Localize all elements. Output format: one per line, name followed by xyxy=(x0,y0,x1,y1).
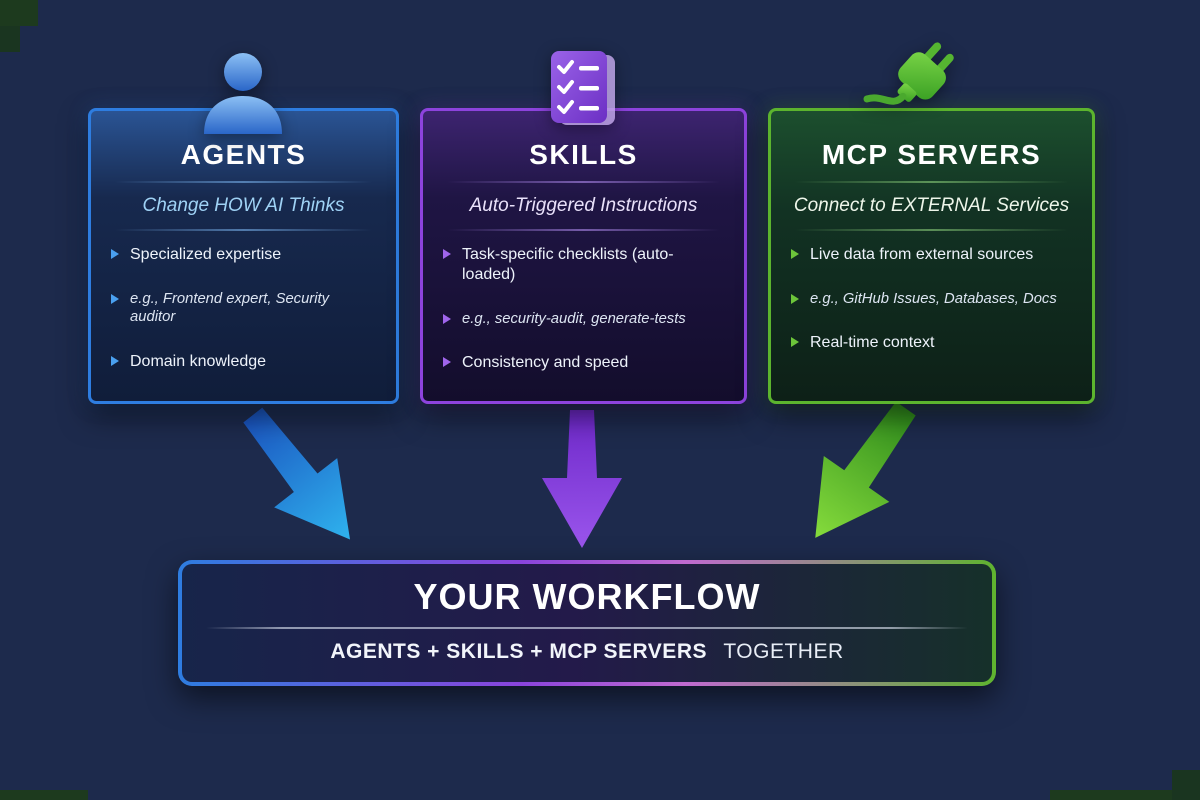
skills-arrow-icon xyxy=(534,410,630,550)
triangle-bullet-icon xyxy=(443,314,451,324)
skills-card: SKILLS Auto-Triggered Instructions Task-… xyxy=(420,108,747,404)
divider xyxy=(795,181,1068,183)
plug-icon xyxy=(856,36,974,130)
person-icon xyxy=(196,46,290,134)
divider xyxy=(115,229,372,231)
divider xyxy=(795,229,1068,231)
checklist-icon xyxy=(542,48,622,128)
agents-bullet-list: Specialized expertise e.g., Frontend exp… xyxy=(91,245,396,372)
skills-card-title: SKILLS xyxy=(529,139,638,170)
mcp-servers-card-title: MCP SERVERS xyxy=(821,139,1042,170)
triangle-bullet-icon xyxy=(791,337,799,348)
workflow-box-inner: YOUR WORKFLOW AGENTS + SKILLS + MCP SERV… xyxy=(182,564,992,682)
bullet-item: Specialized expertise xyxy=(111,245,376,265)
workflow-subtitle-strong: AGENTS + SKILLS + MCP SERVERS xyxy=(330,640,707,663)
workflow-box: YOUR WORKFLOW AGENTS + SKILLS + MCP SERV… xyxy=(178,560,996,686)
bullet-text: e.g., Frontend expert, Security auditor xyxy=(130,291,330,326)
mcp-servers-card: MCP SERVERS Connect to EXTERNAL Services… xyxy=(768,108,1095,404)
agents-card-title: AGENTS xyxy=(180,139,307,170)
corner-accent xyxy=(1172,770,1200,800)
mcp-bullet-list: Live data from external sources e.g., Gi… xyxy=(771,245,1092,353)
workflow-subtitle-light: TOGETHER xyxy=(723,640,844,663)
divider xyxy=(206,627,968,629)
triangle-bullet-icon xyxy=(111,355,119,366)
triangle-bullet-icon xyxy=(111,294,119,304)
divider xyxy=(447,181,720,183)
triangle-bullet-icon xyxy=(111,249,119,259)
divider xyxy=(447,229,720,231)
bullet-text: e.g., security-audit, generate-tests xyxy=(462,311,686,327)
agents-card-subtitle: Change HOW AI Thinks xyxy=(142,195,345,216)
skills-bullet-list: Task-specific checklists (auto-loaded) e… xyxy=(423,245,744,373)
corner-accent xyxy=(0,790,88,800)
bullet-item: Live data from external sources xyxy=(791,245,1072,265)
bullet-item: Real-time context xyxy=(791,333,1072,353)
triangle-bullet-icon xyxy=(443,249,451,259)
bullet-text: Domain knowledge xyxy=(130,352,267,370)
bullet-item: e.g., Frontend expert, Security auditor xyxy=(111,290,376,327)
mcp-arrow-icon xyxy=(775,381,945,567)
agents-arrow-icon xyxy=(215,385,389,570)
workflow-title: YOUR WORKFLOW xyxy=(413,576,761,617)
bullet-text: Real-time context xyxy=(810,334,935,352)
bullet-item: Task-specific checklists (auto-loaded) xyxy=(443,245,724,285)
corner-accent xyxy=(0,26,20,52)
bullet-text: Consistency and speed xyxy=(462,354,629,372)
bullet-text: Specialized expertise xyxy=(130,246,282,263)
triangle-bullet-icon xyxy=(791,294,799,304)
bullet-item: e.g., security-audit, generate-tests xyxy=(443,310,724,328)
divider xyxy=(115,181,372,183)
mcp-servers-card-subtitle: Connect to EXTERNAL Services xyxy=(793,195,1070,216)
bullet-text: Task-specific checklists (auto-loaded) xyxy=(462,246,674,283)
bullet-item: Domain knowledge xyxy=(111,352,376,372)
corner-accent xyxy=(0,0,38,26)
bullet-item: Consistency and speed xyxy=(443,353,724,373)
agents-card: AGENTS Change HOW AI Thinks Specialized … xyxy=(88,108,399,404)
bullet-text: e.g., GitHub Issues, Databases, Docs xyxy=(810,291,1057,307)
bullet-text: Live data from external sources xyxy=(810,246,1034,263)
triangle-bullet-icon xyxy=(791,249,799,259)
triangle-bullet-icon xyxy=(443,357,451,368)
workflow-subtitle: AGENTS + SKILLS + MCP SERVERS TOGETHER xyxy=(330,640,843,664)
skills-card-subtitle: Auto-Triggered Instructions xyxy=(469,195,698,216)
corner-accent xyxy=(1050,790,1200,800)
bullet-item: e.g., GitHub Issues, Databases, Docs xyxy=(791,290,1072,308)
